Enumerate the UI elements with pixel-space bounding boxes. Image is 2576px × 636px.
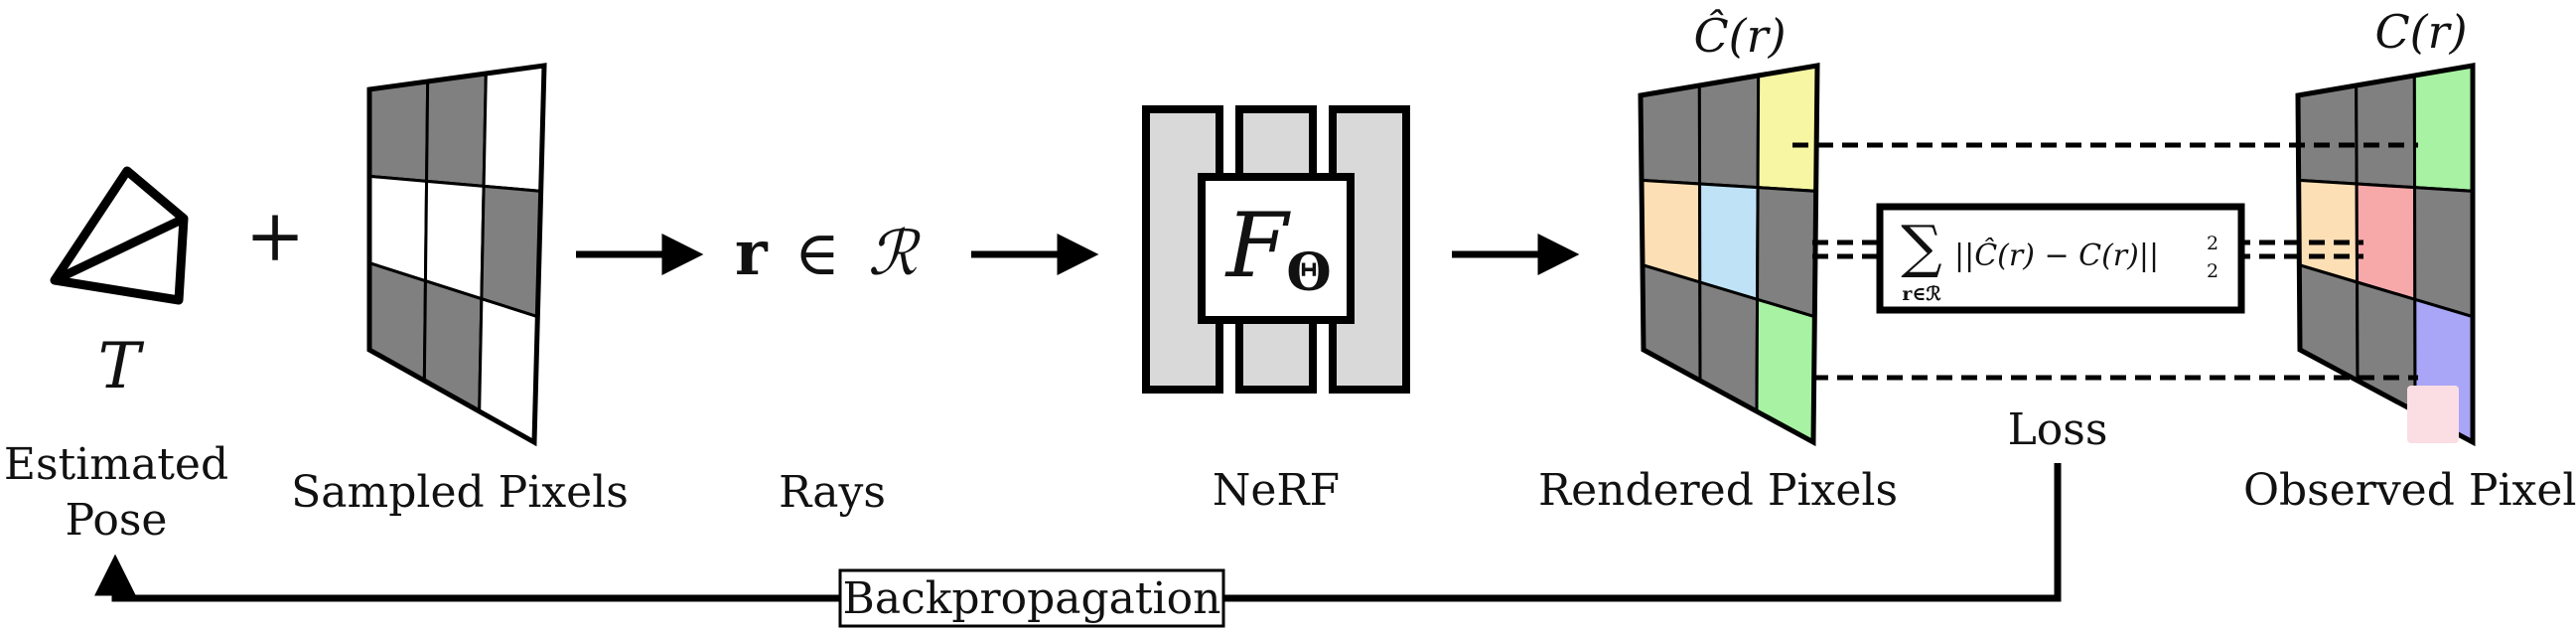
observed-pixel-cell xyxy=(2413,186,2475,319)
observed-pixel-cell xyxy=(2356,279,2417,414)
element-of-symbol: ∈ xyxy=(794,217,840,289)
loss-label: Loss xyxy=(2008,404,2108,455)
loss-norm-superscript: 2 xyxy=(2207,233,2218,254)
sampled-pixel-cell xyxy=(367,80,430,183)
nerf-function-symbol: F xyxy=(1224,194,1292,298)
watermark-mark xyxy=(2407,386,2459,443)
rendered-pixel-cell xyxy=(1755,297,1816,445)
sampled-pixel-cell xyxy=(425,72,488,188)
observed-color-symbol: C(r) xyxy=(2374,5,2467,59)
observed-pixels-label: Observed Pixels xyxy=(2243,465,2576,516)
sampled-pixels-label: Sampled Pixels xyxy=(291,467,629,518)
nerf-theta-subscript: Θ xyxy=(1286,242,1331,303)
observed-pixel-cell xyxy=(2412,64,2475,193)
observed-pixel-cell xyxy=(2355,182,2417,302)
estimated-pose-label-line1: Estimated xyxy=(4,439,228,490)
sampled-pixel-cell xyxy=(423,179,486,301)
rays-expression: r ∈ ℛ xyxy=(735,217,922,289)
rays-label: Rays xyxy=(779,467,886,518)
rendered-pixel-cell xyxy=(1756,64,1819,193)
sampled-pixel-cell xyxy=(422,278,484,414)
sampled-pixel-cell xyxy=(480,184,543,319)
observed-pixel-outline xyxy=(2295,63,2476,447)
nerf-label: NeRF xyxy=(1213,465,1340,516)
rendered-pixels-label: Rendered Pixels xyxy=(1538,465,1898,516)
loss-norm-subscript: 2 xyxy=(2207,260,2218,282)
rendered-pixel-cell xyxy=(1639,83,1702,186)
rendered-pixel-cell xyxy=(1697,74,1761,190)
rendered-pixel-outline xyxy=(1638,63,1820,447)
loss-sum-symbol: ∑ xyxy=(1901,213,1941,280)
loss-norm-body: ||Ĉ(r) − C(r)|| xyxy=(1954,238,2159,273)
ray-set-symbol: ℛ xyxy=(868,217,922,289)
sampled-pixel-outline xyxy=(366,63,547,447)
estimated-pose-label-line2: Pose xyxy=(66,495,168,546)
rendered-pixel-cell xyxy=(1698,182,1760,302)
backpropagation-label: Backpropagation xyxy=(843,573,1221,624)
plus-sign: + xyxy=(245,194,305,277)
ray-symbol: r xyxy=(735,217,769,289)
camera-pose-icon xyxy=(50,166,189,305)
pose-symbol: T xyxy=(98,330,145,403)
nerf-network-icon xyxy=(1142,105,1410,394)
loss-sum-index: r∈ℛ xyxy=(1902,283,1940,305)
nerf-function-box xyxy=(1198,173,1355,324)
rendered-pixel-cell xyxy=(1698,279,1760,414)
observed-pixels-grid xyxy=(2295,63,2476,447)
rendered-pixels-grid xyxy=(1638,63,1820,447)
sampled-pixel-cell xyxy=(478,296,539,445)
rendered-color-symbol: Ĉ(r) xyxy=(1693,8,1786,63)
sampled-pixel-cell xyxy=(482,64,546,193)
rendered-pixel-cell xyxy=(1756,186,1818,319)
observed-pixel-cell xyxy=(2296,83,2359,186)
observed-pixel-cell xyxy=(2355,74,2417,190)
backpropagation-label-box xyxy=(838,568,1225,628)
loss-formula-box xyxy=(1876,203,2245,314)
sampled-pixels-grid xyxy=(366,63,547,447)
